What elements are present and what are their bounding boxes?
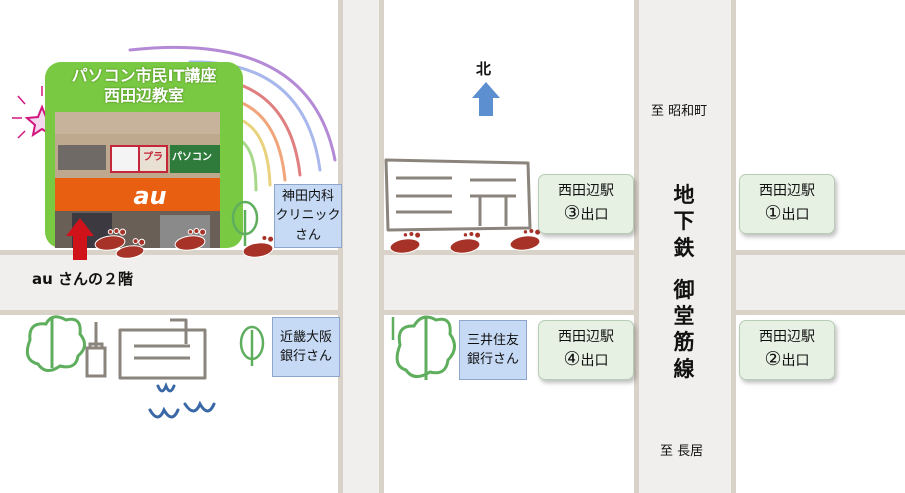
water-waves: [148, 381, 216, 419]
school-title: パソコン市民IT講座 西田辺教室: [45, 66, 243, 106]
exit-2-station: 西田辺駅: [759, 328, 815, 345]
small-tree-kinki: [239, 325, 265, 366]
kinki-bank-line1: 近畿大阪: [279, 329, 332, 345]
exit-4: 西田辺駅 ④出口: [538, 320, 634, 380]
subway-char-3: 鉄: [673, 235, 695, 260]
exit-1: 西田辺駅 ①出口: [739, 174, 835, 234]
kinki-bank-line2: 銀行さん: [279, 349, 332, 364]
exit-2: 西田辺駅 ②出口: [739, 320, 835, 380]
exit-3-station: 西田辺駅: [558, 182, 614, 199]
exit-3-suffix: 出口: [580, 206, 609, 223]
au-floor-label: au さんの２階: [32, 270, 134, 288]
mitsui-bank-label: 三井住友 銀行さん: [459, 320, 527, 380]
clinic-line3: さん: [294, 227, 321, 243]
clinic-line1: 神田内科: [281, 188, 334, 204]
exit-4-suffix: 出口: [580, 352, 609, 369]
road-vertical-midosuji: [634, 0, 736, 493]
post-pillar: [85, 322, 107, 378]
subway-char-2: 下: [673, 209, 695, 234]
subway-char-7: 線: [673, 356, 695, 381]
big-tree-right: [395, 315, 456, 380]
direction-showacho: 至 昭和町: [651, 104, 708, 119]
subway-char-4: 御: [673, 277, 695, 302]
school-building-photo: au: [55, 112, 220, 248]
small-tree-clinic: [231, 200, 259, 246]
mitsui-bank-line2: 銀行さん: [466, 352, 519, 367]
exit-1-number: ①: [764, 201, 782, 224]
direction-nagai: 至 長居: [660, 444, 704, 459]
exit-3-number: ③: [563, 201, 581, 224]
subway-line-name: 地 下 鉄 御 堂 筋 線: [670, 182, 698, 382]
photo-banner-1: パソコン: [172, 152, 212, 163]
exit-2-suffix: 出口: [781, 352, 810, 369]
exit-1-station: 西田辺駅: [759, 182, 815, 199]
exit-2-number: ②: [764, 347, 782, 370]
kinki-bank-label: 近畿大阪 銀行さん: [272, 317, 340, 377]
subway-char-6: 筋: [673, 330, 695, 355]
sketched-building-south: [118, 318, 207, 380]
clinic-label: 神田内科 クリニック さん: [274, 184, 342, 248]
big-tree-left: [25, 315, 86, 372]
road-vertical-left: [338, 0, 384, 493]
exit-1-suffix: 出口: [781, 206, 810, 223]
school-title-line1: パソコン市民IT講座: [71, 66, 217, 85]
main-road-horizontal: [0, 250, 905, 315]
subway-char-1: 地: [673, 183, 695, 207]
red-entrance-arrow: [66, 218, 94, 260]
sketched-building-north: [384, 158, 532, 232]
north-label: 北: [476, 60, 492, 78]
mitsui-bank-line1: 三井住友: [466, 332, 519, 348]
exit-4-station: 西田辺駅: [558, 328, 614, 345]
subway-char-5: 堂: [673, 304, 695, 328]
subway-char-gap: [670, 261, 698, 277]
exit-3: 西田辺駅 ③出口: [538, 174, 634, 234]
photo-banner-2: プラ: [143, 152, 163, 163]
svg-text:au: au: [133, 182, 166, 210]
footprints: [94, 227, 542, 259]
north-arrow: [472, 82, 500, 116]
school-title-line2: 西田辺教室: [103, 86, 184, 105]
clinic-line2: クリニック: [275, 208, 341, 224]
exit-4-number: ④: [563, 347, 581, 370]
